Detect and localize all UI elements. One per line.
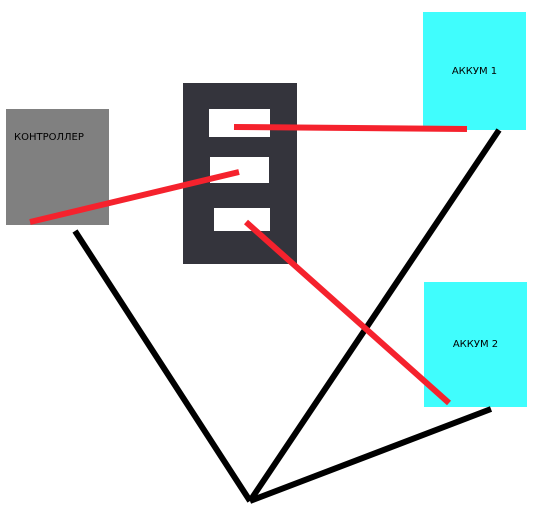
- switch-terminal-1: [209, 109, 270, 137]
- negative-wire-battery-1: [247, 128, 502, 503]
- positive-wire-battery-2: [244, 219, 451, 406]
- battery-1-box: АККУМ 1: [423, 12, 526, 130]
- battery-1-label: АККУМ 1: [451, 65, 498, 77]
- negative-wire-controller: [72, 229, 253, 503]
- controller-box: КОНТРОЛЛЕР: [6, 109, 109, 225]
- positive-wire-controller: [29, 169, 240, 225]
- switch-box: [183, 83, 297, 264]
- negative-wire-battery-2: [248, 406, 493, 504]
- controller-label: КОНТРОЛЛЕР: [14, 132, 84, 143]
- switch-terminal-3: [214, 208, 270, 231]
- positive-wire-battery-1: [233, 124, 468, 132]
- battery-2-label: АККУМ 2: [452, 339, 499, 350]
- battery-2-box: АККУМ 2: [424, 282, 527, 407]
